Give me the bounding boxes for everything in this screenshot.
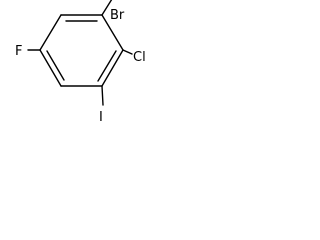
molecule-structure: Br Cl F I xyxy=(15,0,146,125)
bond-c6-c1 xyxy=(39,14,62,51)
double-bond-lower-left xyxy=(46,50,65,81)
bond-c3-c4 xyxy=(101,49,124,87)
bond-to-iodine xyxy=(101,85,104,106)
atom-label-fluorine: F xyxy=(15,44,22,59)
double-bond-lines xyxy=(46,20,117,82)
bond-to-bromine xyxy=(101,0,113,16)
ring-bonds xyxy=(39,14,124,87)
atom-label-iodine: I xyxy=(99,110,103,125)
atom-label-chlorine: Cl xyxy=(133,50,146,65)
bond-to-chlorine xyxy=(122,49,133,55)
double-bond-lower-right xyxy=(97,50,117,82)
atom-label-bromine: Br xyxy=(110,8,125,23)
bond-c5-c6 xyxy=(39,49,62,87)
bond-c2-c3 xyxy=(101,14,124,51)
substituent-bonds xyxy=(27,0,133,106)
